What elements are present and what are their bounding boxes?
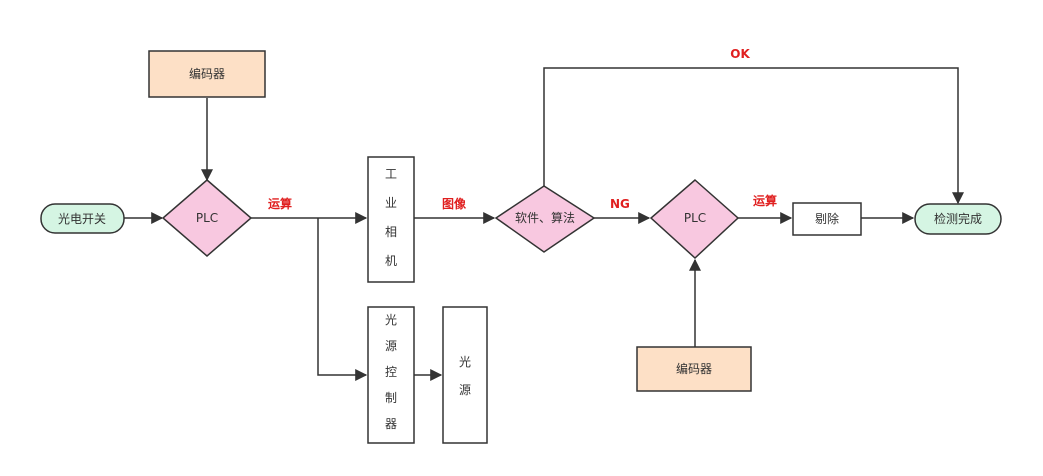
node-light-source-char: 源 xyxy=(459,383,471,397)
edge-label-image: 图像 xyxy=(442,196,467,211)
node-light-source: 光 源 xyxy=(442,306,488,444)
node-encoder-bottom: 编码器 xyxy=(636,346,752,392)
node-encoder-bottom-label: 编码器 xyxy=(676,361,712,376)
edge-label-ng: NG xyxy=(610,197,630,211)
edge-label-compute-right: 运算 xyxy=(753,193,777,208)
node-encoder-top: 编码器 xyxy=(148,50,266,98)
node-plc-right-label: PLC xyxy=(684,211,706,225)
node-camera-char: 机 xyxy=(385,254,397,268)
node-camera-char: 相 xyxy=(385,225,397,239)
node-encoder-top-label: 编码器 xyxy=(189,66,225,81)
edge-label-compute-left: 运算 xyxy=(268,196,292,211)
node-light-controller: 光 源 控 制 器 xyxy=(367,306,415,444)
node-plc-right: PLC xyxy=(649,179,740,260)
node-inspection-done-label: 检测完成 xyxy=(934,211,982,226)
node-camera: 工 业 相 机 xyxy=(367,156,415,283)
node-camera-char: 业 xyxy=(385,196,397,210)
edge-software-ok-to-done xyxy=(543,67,964,205)
node-software-algorithm: 软件、算法 xyxy=(494,185,596,253)
node-photo-switch-label: 光电开关 xyxy=(58,212,106,226)
node-plc-left: PLC xyxy=(161,179,253,257)
node-reject-label: 剔除 xyxy=(815,211,839,226)
node-light-controller-char: 控 xyxy=(385,365,397,379)
node-light-controller-char: 器 xyxy=(385,417,397,431)
node-plc-left-label: PLC xyxy=(196,211,218,225)
edge-label-ok: OK xyxy=(730,47,750,61)
node-software-algorithm-label: 软件、算法 xyxy=(515,210,575,225)
node-camera-char: 工 xyxy=(385,167,397,181)
node-light-source-char: 光 xyxy=(459,355,471,369)
node-reject: 剔除 xyxy=(792,202,862,236)
edges xyxy=(124,67,964,381)
node-light-controller-char: 光 xyxy=(385,313,397,327)
node-inspection-done: 检测完成 xyxy=(914,203,1002,235)
node-photo-switch: 光电开关 xyxy=(40,203,125,234)
edge-branch-to-controller xyxy=(317,218,368,381)
node-light-controller-char: 源 xyxy=(385,339,397,353)
node-light-controller-char: 制 xyxy=(385,391,397,405)
